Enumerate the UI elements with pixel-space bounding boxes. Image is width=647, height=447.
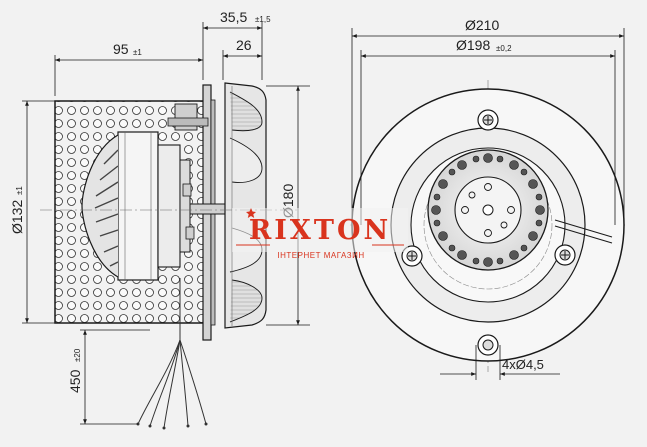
dim-198-tol: ±0,2 — [496, 44, 512, 53]
screw-bottom — [477, 334, 499, 356]
dim-132-tol: ±1 — [15, 186, 24, 195]
dim-35-5: 35,5 — [220, 9, 247, 25]
front-view — [350, 80, 625, 372]
dim-198: Ø198 — [456, 37, 490, 53]
dim-450: 450 — [67, 369, 83, 393]
dim-26: 26 — [236, 37, 252, 53]
front-dimension-labels: Ø210 Ø198 ±0,2 4xØ4,5 — [456, 17, 544, 372]
front-cable — [554, 219, 613, 244]
watermark-star-icon — [246, 208, 256, 218]
dim-132: Ø132 — [9, 200, 25, 234]
side-view — [40, 82, 300, 430]
watermark-brand: RIXTON — [249, 215, 391, 246]
front-dimensions — [351, 28, 625, 380]
hub-inner-holes — [461, 183, 515, 237]
impeller-side — [224, 82, 267, 329]
rixton-watermark: RIXTON ІНТЕРНЕТ МАГАЗИН — [232, 208, 408, 260]
dim-210: Ø210 — [465, 17, 499, 33]
dim-450-tol: ±20 — [73, 348, 82, 362]
motor — [81, 103, 209, 281]
cable-wires — [137, 278, 207, 429]
hub-center — [482, 204, 494, 216]
hub-vent-holes — [431, 153, 545, 267]
dim-95-tol: ±1 — [133, 48, 142, 57]
watermark-subtitle: ІНТЕРНЕТ МАГАЗИН — [277, 251, 364, 260]
dim-35-5-tol: ±1,5 — [255, 15, 271, 24]
side-dimensions — [22, 22, 310, 425]
screw-top — [477, 109, 499, 131]
dim-95: 95 — [113, 41, 129, 57]
side-dimension-labels: 95 ±1 35,5 ±1,5 26 Ø132 ±1 Ø180 450 ±20 — [9, 9, 296, 393]
screw-right — [554, 244, 576, 266]
dim-holes: 4xØ4,5 — [502, 357, 544, 372]
